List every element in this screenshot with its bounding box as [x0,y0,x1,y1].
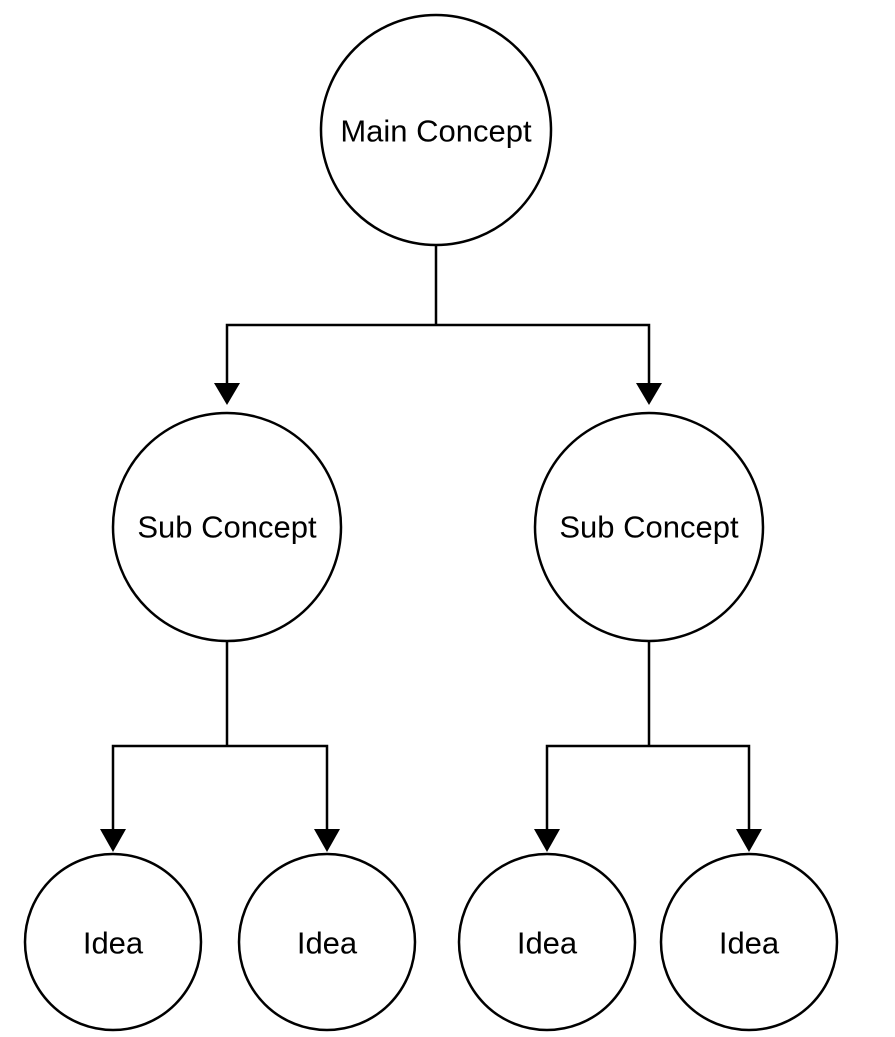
node-idea-1[interactable]: Idea [23,852,203,1032]
arrowhead-sub-right [636,383,662,405]
connector-sub-right-to-idea-3 [545,744,649,832]
node-main-concept-circle [319,13,553,247]
node-main-concept-label: Main Concept [340,114,532,149]
arrowhead-idea-3 [534,829,560,852]
node-sub-concept-right-circle [533,411,765,643]
arrowhead-sub-left [214,383,240,405]
node-idea-1-label: Idea [83,926,144,961]
node-idea-4-circle [659,852,839,1032]
arrowhead-idea-1 [100,829,126,852]
node-idea-4[interactable]: Idea [659,852,839,1032]
node-sub-concept-right-label: Sub Concept [559,510,739,545]
node-idea-2-label: Idea [297,926,358,961]
node-sub-concept-left-label: Sub Concept [137,510,317,545]
connector-sub-left-to-ideas [100,641,340,852]
node-idea-3-circle [457,852,637,1032]
arrowhead-idea-2 [314,829,340,852]
connector-main-to-sub-right [436,323,651,387]
connector-main-to-subs [214,245,662,405]
node-main-concept[interactable]: Main Concept [319,13,553,247]
connector-sub-left-to-idea-2 [227,744,329,832]
node-idea-4-label: Idea [719,926,780,961]
connector-sub-right-to-idea-4 [649,744,751,832]
node-idea-3-label: Idea [517,926,578,961]
node-sub-concept-left[interactable]: Sub Concept [111,411,343,643]
node-idea-3[interactable]: Idea [457,852,637,1032]
node-idea-2-circle [237,852,417,1032]
node-idea-1-circle [23,852,203,1032]
connector-sub-left-to-idea-1 [111,744,227,832]
arrowhead-idea-4 [736,829,762,852]
connector-sub-right-to-ideas [534,641,762,852]
node-idea-2[interactable]: Idea [237,852,417,1032]
connector-main-to-sub-left [225,323,436,387]
node-sub-concept-left-circle [111,411,343,643]
node-sub-concept-right[interactable]: Sub Concept [533,411,765,643]
